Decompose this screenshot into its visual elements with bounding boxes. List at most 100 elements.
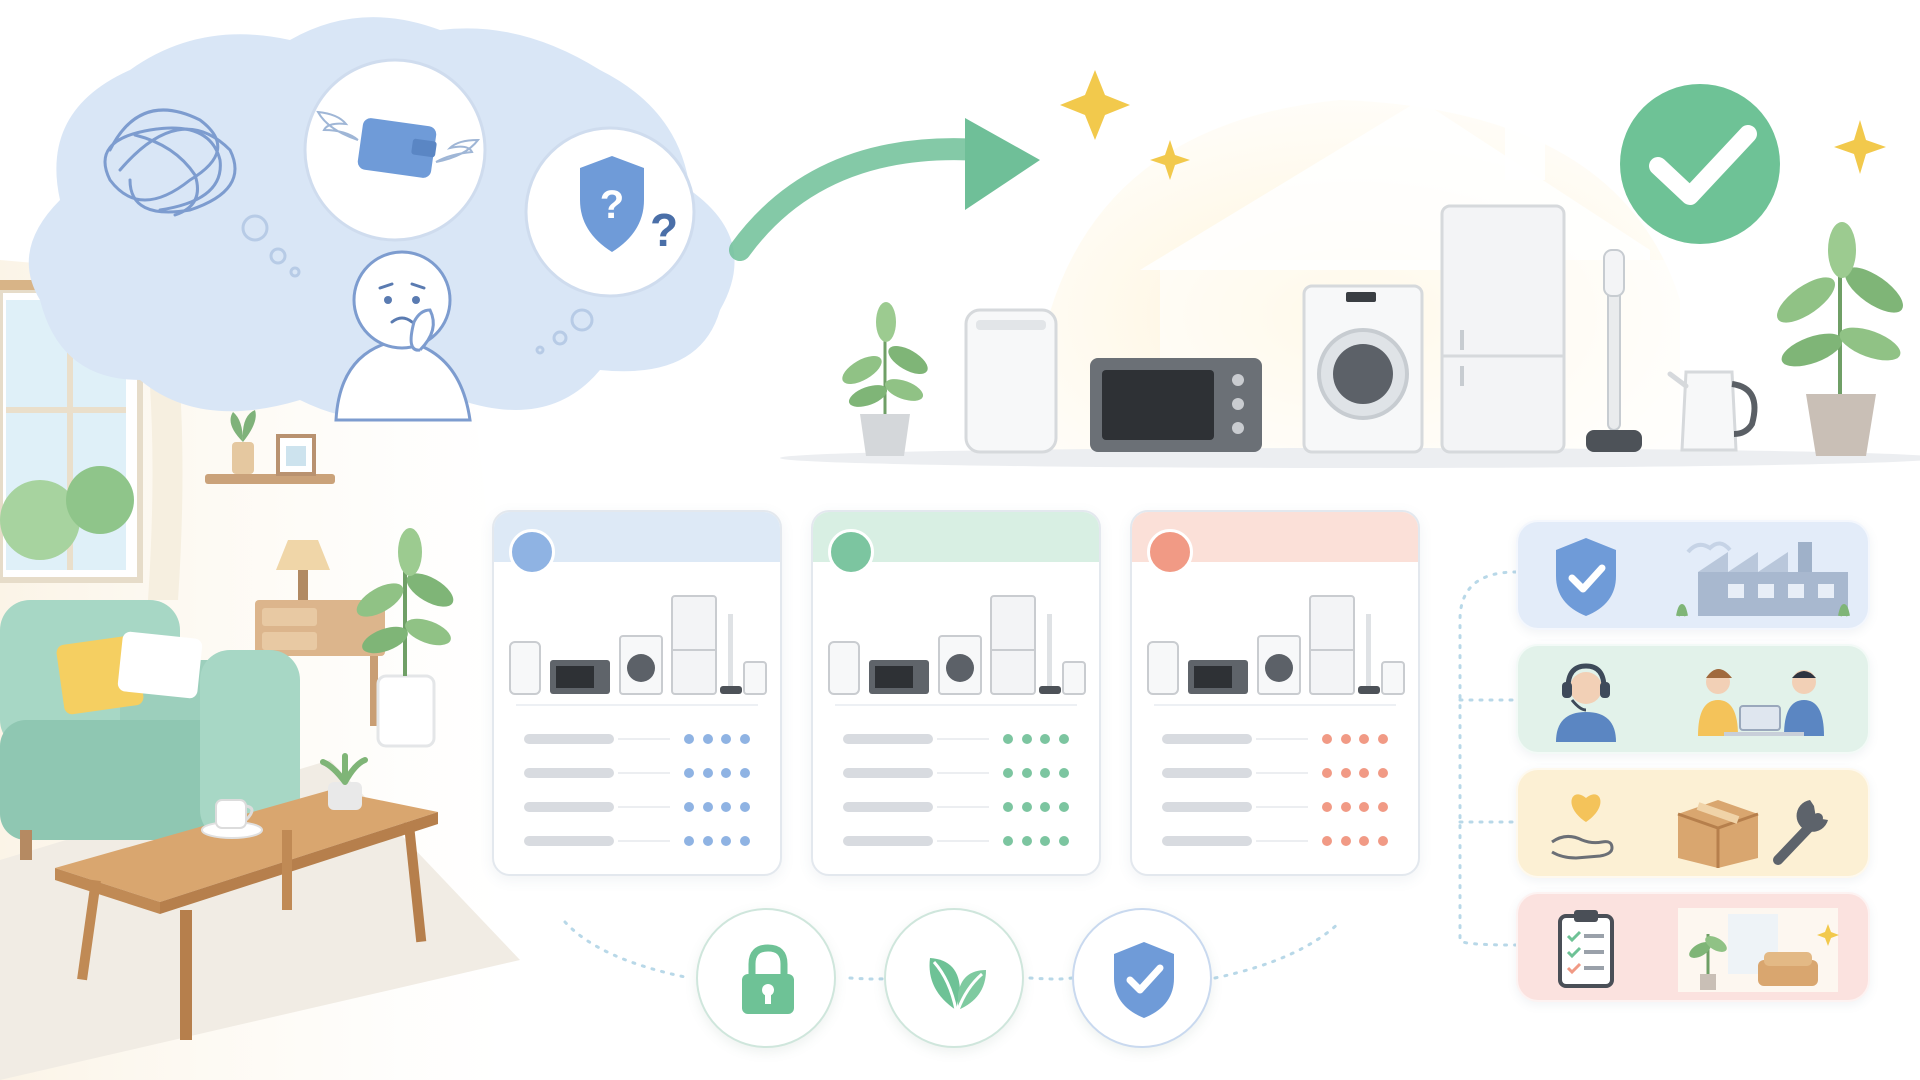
- rating-dot: [1040, 768, 1051, 778]
- rating-dots: [1322, 836, 1388, 846]
- rating-leader-line: [937, 772, 989, 774]
- rating-dot: [739, 768, 750, 778]
- rating-row: [524, 768, 750, 778]
- rating-dot: [721, 768, 732, 778]
- rating-dot: [721, 734, 732, 744]
- appliance-set-icon: [828, 595, 1086, 695]
- rating-leader-line: [937, 840, 989, 842]
- plan-card-coral[interactable]: [1130, 510, 1420, 876]
- rating-dot: [1021, 734, 1032, 744]
- feature-eco[interactable]: [884, 908, 1024, 1048]
- rating-dot: [702, 768, 713, 778]
- rating-dot: [1021, 802, 1032, 812]
- rating-dot: [1377, 802, 1388, 812]
- rating-dots: [684, 802, 750, 812]
- rating-dot: [1340, 734, 1351, 744]
- rating-dot: [684, 836, 694, 846]
- rating-dot: [721, 802, 732, 812]
- factory-icon: [1676, 541, 1850, 617]
- rating-dot: [1340, 836, 1351, 846]
- rating-dot: [702, 734, 713, 744]
- dotted-connectors: [563, 570, 1518, 981]
- rating-leader-line: [1256, 738, 1308, 740]
- rating-label-placeholder: [524, 734, 614, 744]
- rating-row: [524, 836, 750, 846]
- rating-dot: [1040, 802, 1051, 812]
- shield-check-icon: [1114, 942, 1174, 1018]
- rating-dots: [1003, 768, 1069, 778]
- room-icon: [1678, 908, 1839, 992]
- rating-label-placeholder: [1162, 734, 1252, 744]
- appliance-set-icon: [509, 595, 767, 695]
- consultation-icon: [1698, 669, 1824, 736]
- rating-dots: [1322, 768, 1388, 778]
- service-panel-support[interactable]: [1516, 644, 1870, 754]
- divider: [516, 704, 758, 706]
- coffee-table-icon: [55, 753, 438, 1040]
- heart-hand-icon: [1551, 794, 1614, 860]
- rating-dot: [1040, 836, 1051, 846]
- lock-icon: [742, 944, 794, 1014]
- rating-label-placeholder: [843, 768, 933, 778]
- rating-dots: [1322, 734, 1388, 744]
- rating-dot: [684, 802, 694, 812]
- shelf-plant-left-icon: [842, 302, 928, 456]
- rating-row: [524, 734, 750, 744]
- rating-dot: [1003, 836, 1013, 846]
- transition-arrow-icon: [729, 118, 1040, 261]
- rating-label-placeholder: [1162, 802, 1252, 812]
- rating-dot: [702, 802, 713, 812]
- rating-dot: [702, 836, 713, 846]
- plan-card-green[interactable]: [811, 510, 1101, 876]
- washing-machine-icon: [1302, 284, 1424, 454]
- rating-row: [843, 768, 1069, 778]
- rating-row: [843, 802, 1069, 812]
- flying-wallet-icon: [303, 58, 487, 242]
- rating-dot: [1359, 802, 1370, 812]
- rating-dots: [1003, 802, 1069, 812]
- rating-label-placeholder: [524, 802, 614, 812]
- rating-dot: [684, 734, 694, 744]
- appliance-set-icon: [1147, 595, 1405, 695]
- rating-dot: [1359, 734, 1370, 744]
- plan-card-blue[interactable]: [492, 510, 782, 876]
- rating-row: [843, 734, 1069, 744]
- feature-security[interactable]: [696, 908, 836, 1048]
- shelf-plant-right-icon: [1777, 222, 1903, 456]
- rating-dots: [1322, 802, 1388, 812]
- rating-dot: [1322, 734, 1332, 744]
- sofa-icon: [0, 600, 300, 860]
- rating-dot: [739, 836, 750, 846]
- rating-dot: [1359, 836, 1370, 846]
- rating-dot: [1040, 734, 1051, 744]
- rating-dot: [684, 768, 694, 778]
- worried-person-icon: [334, 250, 472, 422]
- rating-dot: [1359, 768, 1370, 778]
- service-panel-care[interactable]: [1516, 768, 1870, 878]
- refrigerator-icon: [1440, 204, 1566, 454]
- rating-leader-line: [1256, 772, 1308, 774]
- plan-badge-dot: [509, 529, 555, 575]
- rating-dot: [1058, 836, 1069, 846]
- rating-leader-line: [618, 738, 670, 740]
- rating-label-placeholder: [843, 802, 933, 812]
- rating-dot: [1003, 768, 1013, 778]
- rating-leader-line: [1256, 806, 1308, 808]
- rating-leader-line: [937, 738, 989, 740]
- rating-label-placeholder: [524, 836, 614, 846]
- headset-support-icon: [1556, 663, 1616, 742]
- sparkle-icon: [1060, 70, 1886, 180]
- rating-label-placeholder: [843, 734, 933, 744]
- rating-dots: [684, 734, 750, 744]
- divider: [835, 704, 1077, 706]
- service-panel-warranty[interactable]: [1516, 520, 1870, 630]
- feature-protection[interactable]: [1072, 908, 1212, 1048]
- rating-dot: [1340, 768, 1351, 778]
- rating-dot: [739, 802, 750, 812]
- service-panel-inspection[interactable]: [1516, 892, 1870, 1002]
- rating-label-placeholder: [524, 768, 614, 778]
- rating-label-placeholder: [1162, 836, 1252, 846]
- rating-dot: [1021, 836, 1032, 846]
- shield-check-icon: [1556, 538, 1616, 616]
